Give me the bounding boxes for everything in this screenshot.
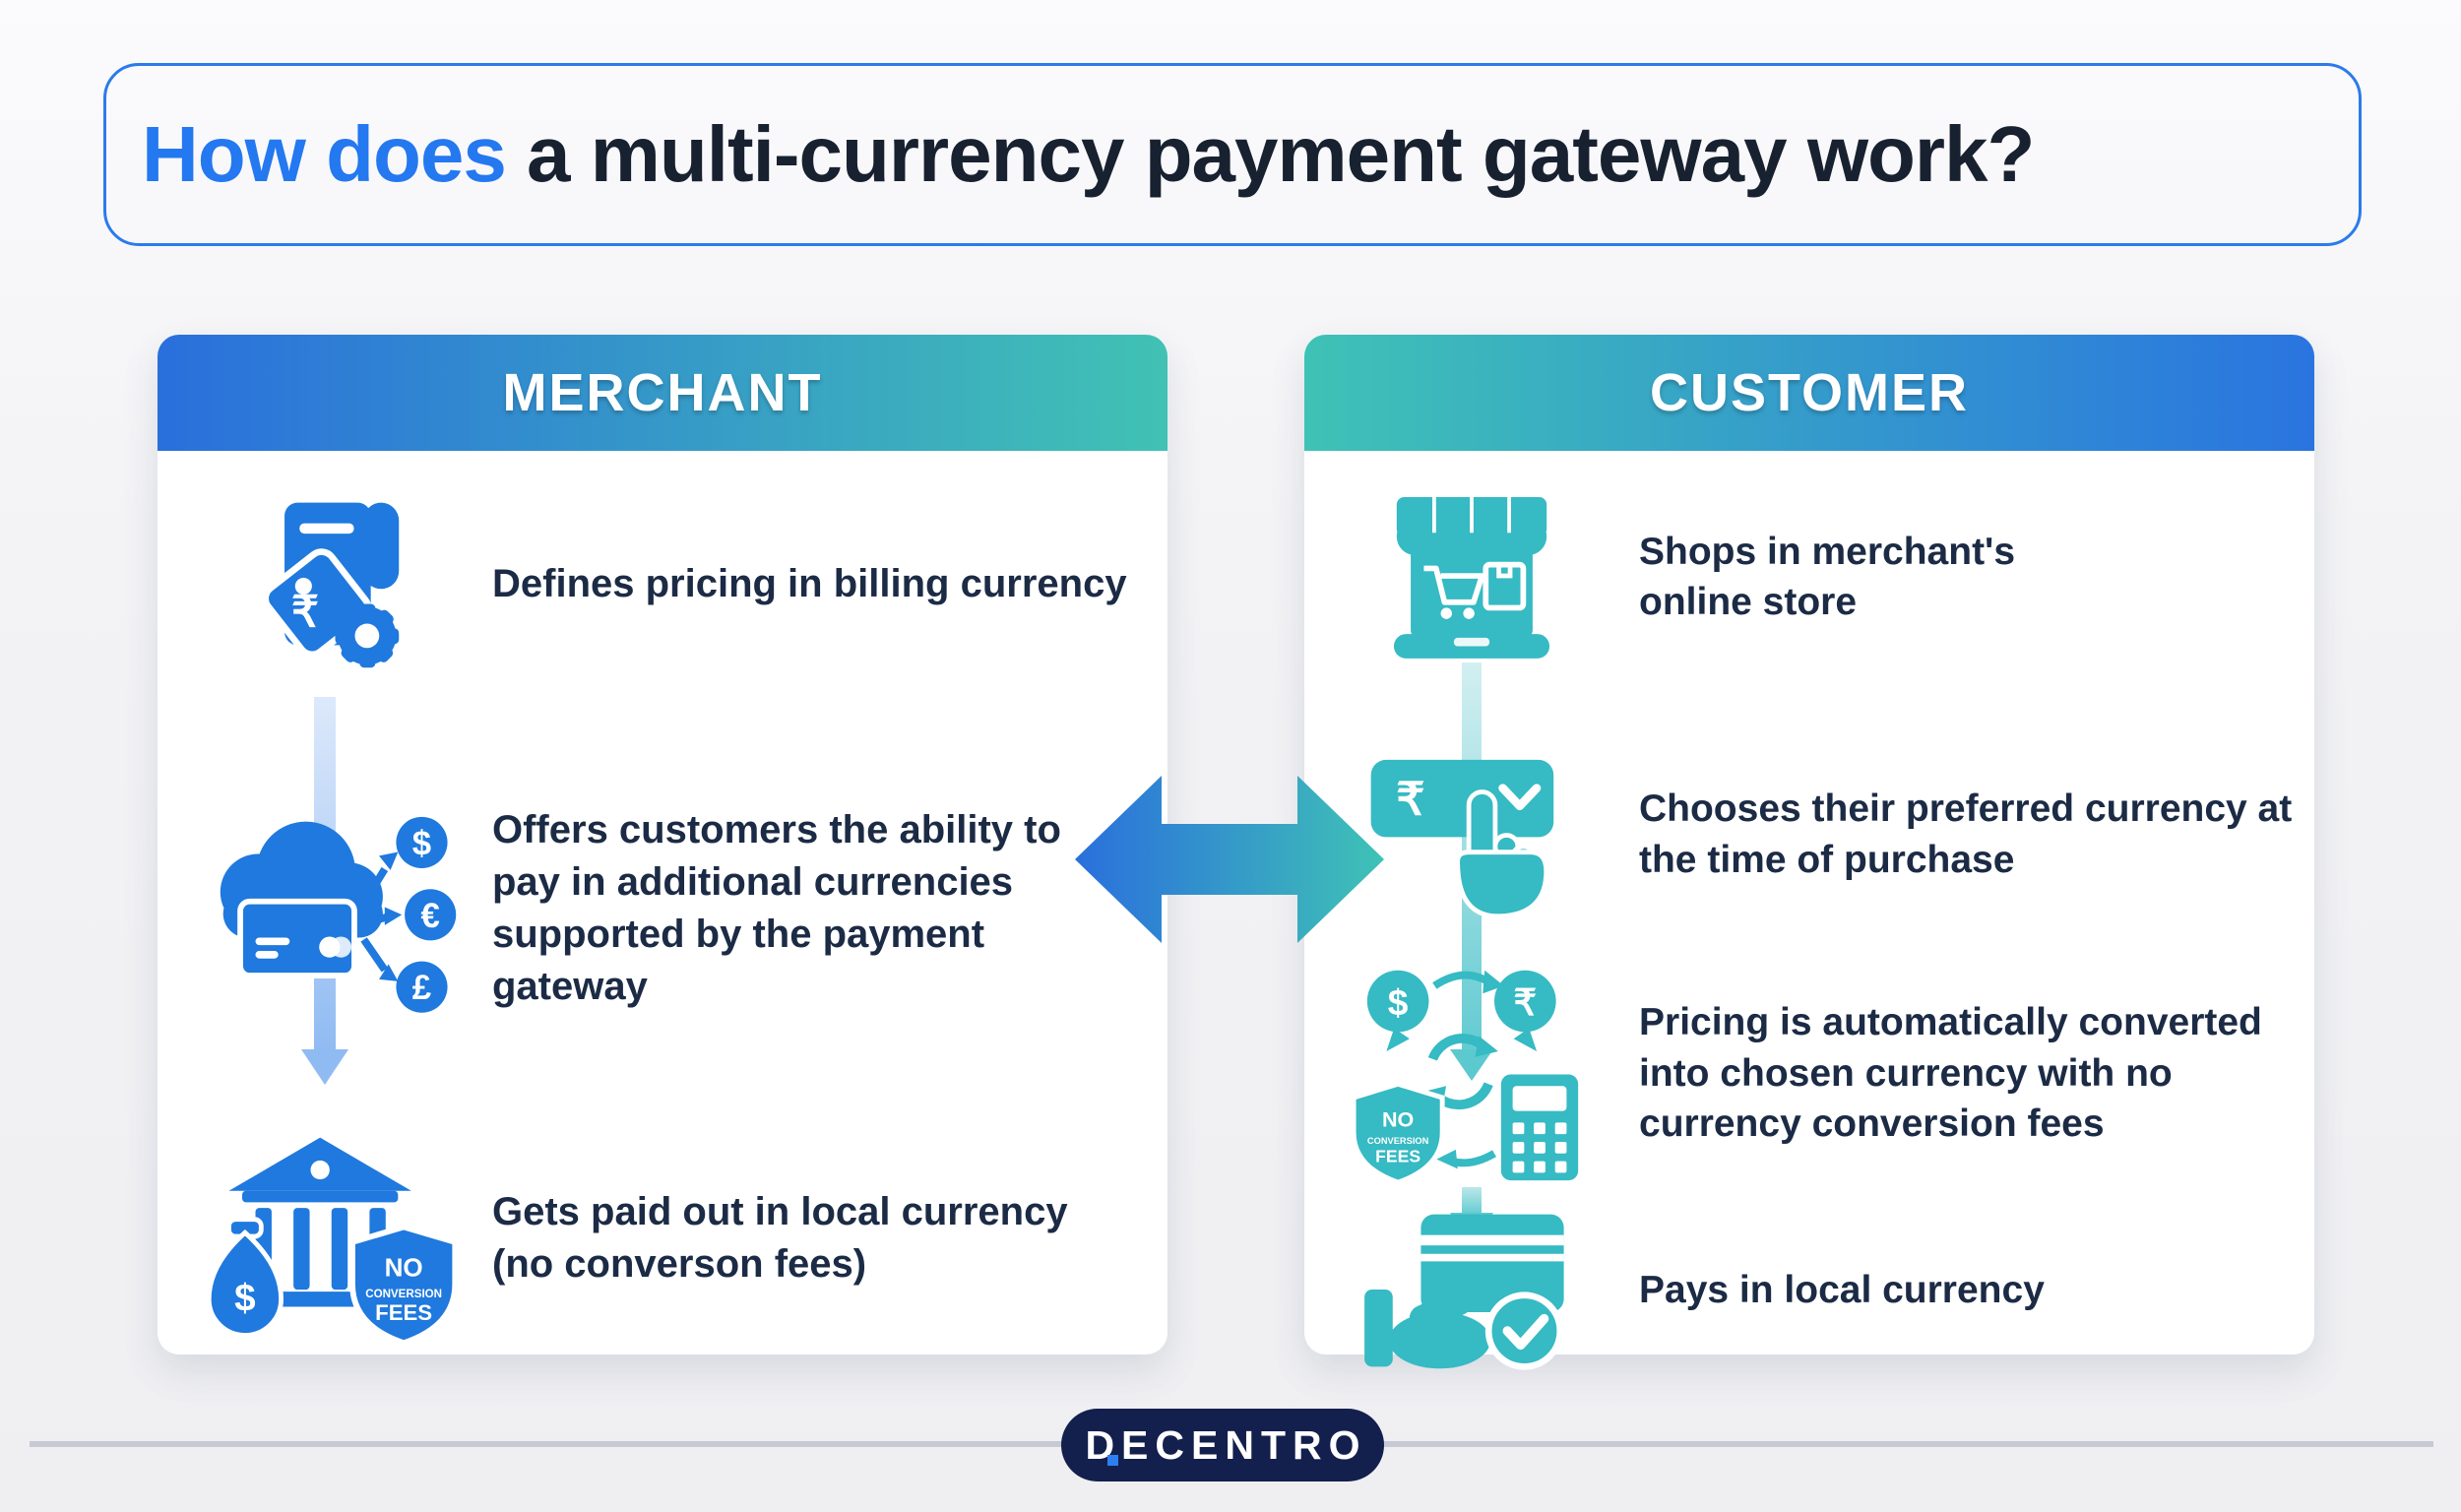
cloud-card-currencies-icon: $ € £: [220, 816, 457, 1013]
no-conversion-fees-shield-icon: NO CONVERSION FEES: [1351, 1081, 1445, 1185]
customer-flow-arrow-head: [1450, 1049, 1493, 1081]
decentro-logo-text: DECENTRO: [1085, 1421, 1367, 1468]
dollar-bubble-icon: $: [1366, 970, 1428, 1051]
page-title: How does a multi-currency payment gatewa…: [142, 109, 2035, 200]
dollar-glyph: $: [234, 1277, 255, 1319]
rupee-glyph: ₹: [1396, 773, 1424, 824]
customer-panel: CUSTOMER: [1304, 335, 2314, 1370]
merchant-panel-header: MERCHANT: [158, 335, 1167, 451]
customer-row-text: Pricing is automatically converted into …: [1639, 1001, 2262, 1146]
euro-glyph: €: [421, 898, 440, 935]
svg-text:CONVERSION: CONVERSION: [365, 1288, 442, 1299]
pound-glyph: £: [412, 970, 431, 1007]
customer-panel-header: CUSTOMER: [1304, 335, 2314, 451]
merchant-panel-body: ₹ Defines pricing in billing currency: [158, 451, 1167, 1354]
merchant-row-text: Defines pricing in billing currency: [492, 561, 1127, 605]
title-highlight: How does: [142, 110, 507, 198]
merchant-row-currencies: $ € £ Offers customers the ability to pa…: [158, 761, 1167, 1056]
merchant-row-payout: $ NO CONVERSION FEES Gets paid out in lo…: [158, 1130, 1167, 1347]
merchant-row-text: Offers customers the ability to pay in a…: [492, 808, 1061, 1008]
package-icon: [1483, 561, 1527, 611]
rupee-glyph: ₹: [291, 588, 319, 636]
svg-text:FEES: FEES: [1375, 1146, 1420, 1166]
pricing-receipt-tag-gear-icon: ₹: [262, 502, 400, 667]
customer-panel-body: Shops in merchant's online store ₹: [1304, 451, 2314, 1370]
cart-icon: [1423, 565, 1485, 619]
pay-card-hand-check-icon: [1364, 1214, 1564, 1370]
customer-flow-arrow2-shaft: [1462, 1187, 1482, 1215]
svg-text:₹: ₹: [1513, 980, 1537, 1022]
customer-row-text: Chooses their preferred currency at the …: [1639, 788, 2293, 881]
customer-row-pays: Pays in local currency: [1304, 1214, 2314, 1370]
svg-text:$: $: [1387, 980, 1408, 1022]
rupee-bubble-icon: ₹: [1493, 970, 1556, 1051]
customer-row-shops: Shops in merchant's online store: [1304, 478, 2314, 675]
no-conversion-fees-shield-icon: NO CONVERSION FEES: [349, 1223, 459, 1346]
svg-text:NO: NO: [1381, 1107, 1413, 1131]
pointer-hand-icon: [1455, 789, 1549, 919]
customer-row-text: Pays in local currency: [1639, 1268, 2045, 1311]
merchant-customer-exchange-arrow: [1075, 776, 1384, 943]
dollar-glyph: $: [412, 825, 431, 862]
online-store-icon: [1393, 497, 1550, 659]
money-bag-icon: $: [206, 1216, 284, 1338]
bank-moneybag-shield-icon: $ NO CONVERSION FEES: [206, 1137, 459, 1346]
decentro-logo-dot: [1107, 1455, 1118, 1466]
merchant-flow-arrow-head: [301, 1049, 348, 1085]
svg-text:NO: NO: [385, 1252, 423, 1282]
hand-icon: [1364, 1289, 1491, 1368]
gear-icon: [335, 603, 400, 667]
svg-text:FEES: FEES: [375, 1300, 432, 1325]
title-rest: a multi-currency payment gateway work?: [505, 110, 2035, 198]
decentro-logo: DECENTRO: [1061, 1409, 1384, 1481]
customer-row-conversion: $ ₹: [1304, 958, 2314, 1189]
svg-text:CONVERSION: CONVERSION: [1366, 1135, 1428, 1145]
calculator-icon: [1500, 1073, 1578, 1180]
chevron-down-icon: [1498, 784, 1542, 811]
currency-conversion-icon: $ ₹: [1351, 970, 1578, 1185]
title-box: How does a multi-currency payment gatewa…: [103, 63, 2362, 246]
merchant-panel: MERCHANT ₹: [158, 335, 1167, 1354]
merchant-row-pricing: ₹ Defines pricing in billing currency: [158, 480, 1167, 687]
merchant-row-text: Gets paid out in local currency (no conv…: [492, 1190, 1068, 1286]
currency-dropdown-hand-icon: ₹: [1370, 759, 1554, 919]
check-circle-icon: [1484, 1291, 1564, 1370]
customer-row-text: Shops in merchant's online store: [1639, 530, 2016, 623]
customer-row-chooses: ₹ Chooses their preferred currency at th…: [1304, 728, 2314, 940]
